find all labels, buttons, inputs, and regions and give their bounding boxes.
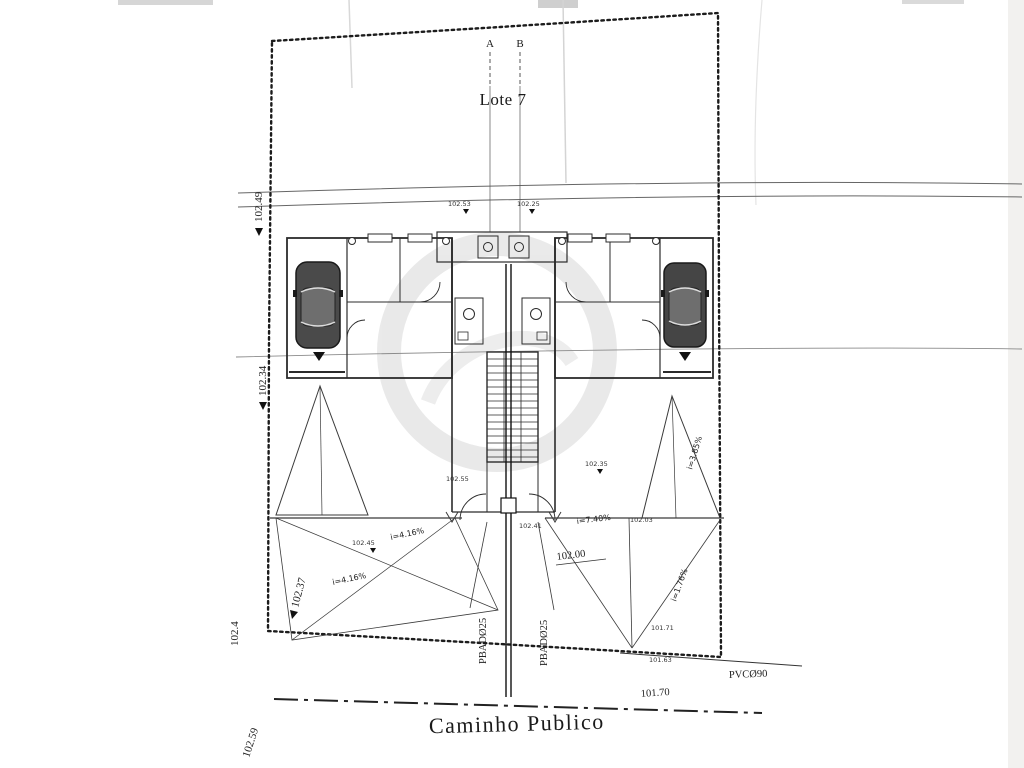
elevation-bottom-right-lower: 101.63 (649, 656, 672, 664)
car-left-arrow (313, 352, 325, 361)
elevation-apron-left: 102.45 (352, 539, 375, 547)
slope-right-upper: i=3.85% (685, 435, 704, 471)
property-boundary (266, 11, 723, 659)
elevation-mid-right: 102.35 (585, 460, 608, 468)
central-staircase (486, 351, 539, 512)
elevation-plot-center: 102.00 (556, 549, 586, 563)
terraces-and-ramps (270, 384, 724, 649)
car-right-arrow (679, 352, 691, 361)
elevation-road: 101.70 (640, 687, 670, 700)
duplex-house-plan (286, 231, 714, 521)
elevation-bottom-left: 102.59 (240, 726, 261, 759)
central-sewer-pipe (500, 264, 517, 697)
pipe-label-pbad-right: PBADØ25 (539, 620, 550, 666)
elevation-left-low: 102.37 (289, 576, 309, 609)
slope-right-lower: i=1.76% (669, 567, 689, 603)
elevation-bottom-right-upper: 101.71 (651, 624, 674, 632)
section-marker-a: A (486, 38, 494, 50)
elevation-top-b: 102.25 (517, 200, 540, 208)
contour-line (235, 347, 1023, 358)
lot-title: Lote 7 (480, 90, 527, 109)
scan-artifacts (118, 0, 1024, 768)
watermark-logo (377, 232, 617, 472)
road-and-utilities (273, 558, 803, 714)
slope-left-lower: i=4.16% (332, 571, 368, 587)
elevation-left-edge: 102.4 (229, 621, 241, 646)
road-centerline (273, 698, 763, 714)
car-right (661, 262, 709, 348)
elevation-top-a: 102.53 (448, 200, 471, 208)
elevation-markers (255, 209, 603, 619)
slope-left-upper: i=4.16% (390, 526, 426, 542)
elevation-apron-right: 102.03 (630, 516, 653, 524)
section-marker-b: B (516, 38, 523, 50)
elevation-left-top: 102.49 (253, 191, 265, 222)
car-left (293, 261, 343, 349)
elevation-apron-center: 102.41 (519, 522, 542, 530)
road-name-label: Caminho Publico (429, 709, 605, 739)
pipe-label-pbad-left: PBADØ25 (478, 618, 489, 664)
elevation-mid-left: 102.55 (446, 475, 469, 483)
section-cut-lines (489, 52, 521, 232)
slope-center: i=7.40% (576, 513, 612, 526)
elevation-left-mid: 102.34 (257, 365, 269, 396)
rear-lane-lines (237, 181, 1023, 208)
pipe-label-pvc: PVCØ90 (729, 669, 768, 681)
